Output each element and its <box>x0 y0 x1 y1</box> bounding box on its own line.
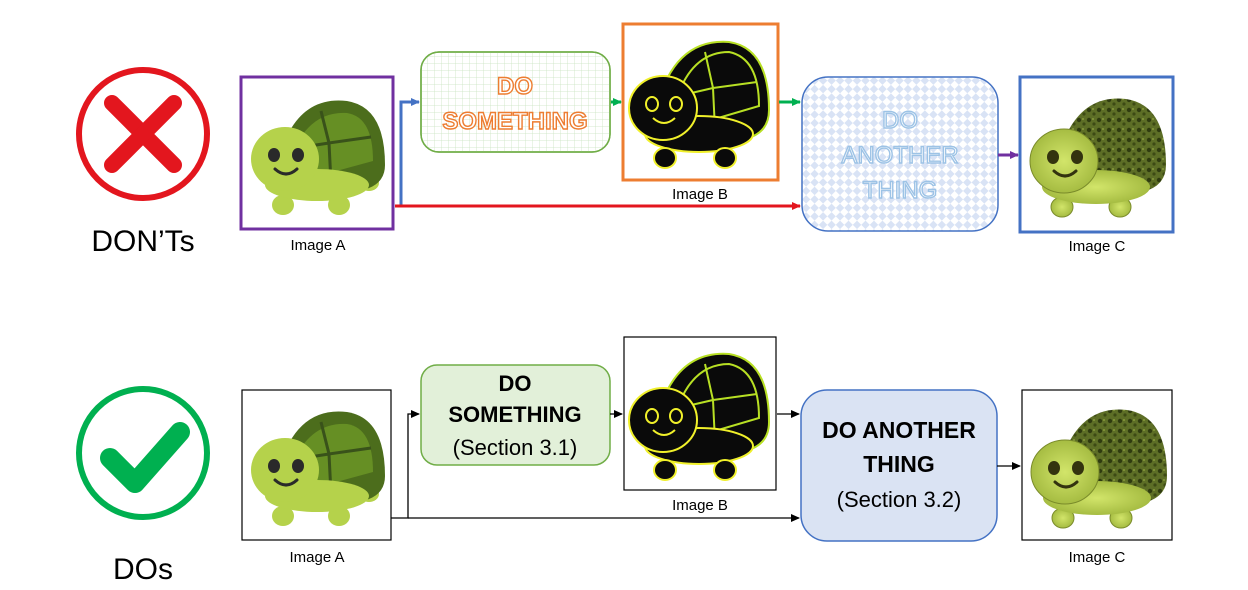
donts-step1-box: DO SOMETHING <box>420 51 611 153</box>
turtle-image-normal <box>251 100 385 215</box>
donts-badge <box>76 67 210 201</box>
donts-image-b-label: Image B <box>672 186 728 203</box>
cross-mark-icon <box>104 95 182 173</box>
turtle-image-embossed <box>1030 409 1167 529</box>
donts-step2-box: DO ANOTHER THING <box>801 76 999 232</box>
dos-heading: DOs <box>113 553 173 586</box>
donts-step1-line2: SOMETHING <box>442 108 587 135</box>
donts-image-a-label: Image A <box>290 237 345 254</box>
donts-step2-line2: ANOTHER <box>841 142 958 169</box>
dos-image-a <box>241 389 392 541</box>
donts-step1-line1: DO <box>497 73 533 100</box>
dos-image-b <box>623 336 777 491</box>
donts-arrow-a-to-step1 <box>395 98 420 208</box>
dos-image-c <box>1021 389 1173 541</box>
dos-image-c-label: Image C <box>1069 549 1126 566</box>
turtle-image-normal <box>251 411 385 526</box>
dos-arrow-a-to-step1 <box>391 410 420 519</box>
donts-image-c <box>1018 75 1175 234</box>
dos-step2-line1: DO ANOTHER <box>822 417 976 443</box>
donts-step2-line1: DO <box>882 107 918 134</box>
donts-image-b <box>621 22 780 182</box>
donts-image-c-label: Image C <box>1069 238 1126 255</box>
donts-step2-line3: THING <box>863 177 938 204</box>
dos-image-a-label: Image A <box>289 549 344 566</box>
dos-image-b-label: Image B <box>672 497 728 514</box>
donts-image-a <box>239 75 395 231</box>
dos-step1-box: DO SOMETHING (Section 3.1) <box>420 364 611 466</box>
check-mark-icon <box>100 422 190 493</box>
dos-badge <box>76 386 210 520</box>
dos-step1-line2: SOMETHING <box>448 402 581 427</box>
dos-step2-box: DO ANOTHER THING (Section 3.2) <box>800 389 998 542</box>
turtle-image-edges <box>628 352 771 481</box>
dos-step2-section: (Section 3.2) <box>837 487 962 512</box>
donts-heading: DON’Ts <box>91 225 194 258</box>
turtle-image-edges <box>628 40 771 169</box>
turtle-image-embossed <box>1029 98 1166 218</box>
dos-step1-section: (Section 3.1) <box>453 435 578 460</box>
dos-step2-line2: THING <box>863 451 935 477</box>
dos-step1-line1: DO <box>499 371 532 396</box>
